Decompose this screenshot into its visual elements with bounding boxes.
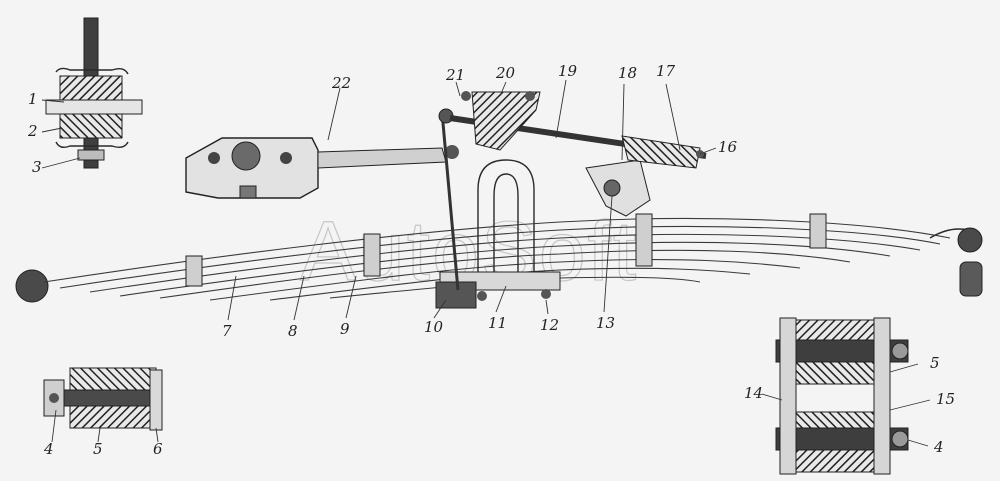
callout-3: 3	[32, 158, 42, 176]
leader-lines	[41, 79, 931, 447]
callout-11: 11	[488, 314, 507, 332]
callout-5-right: 5	[930, 354, 940, 372]
shock-absorber	[185, 137, 459, 199]
callout-19: 19	[558, 62, 578, 80]
callout-16: 16	[718, 138, 738, 156]
callout-18: 18	[618, 64, 637, 82]
callout-20: 20	[495, 64, 516, 82]
callout-7: 7	[222, 322, 232, 340]
callout-8: 8	[288, 322, 298, 340]
u-bolt-assembly	[435, 159, 561, 309]
callout-2: 2	[27, 122, 38, 140]
callout-12: 12	[540, 316, 559, 334]
callout-10: 10	[424, 318, 444, 336]
callout-15: 15	[936, 390, 955, 408]
callout-22: 22	[331, 74, 351, 92]
callout-9: 9	[340, 320, 350, 338]
leaf-spring	[15, 213, 983, 303]
callout-21: 21	[445, 66, 465, 84]
callout-4-left: 4	[43, 440, 54, 458]
callout-4-right: 4	[933, 438, 944, 456]
callout-6: 6	[153, 440, 163, 458]
detail-bottom-left-pin	[43, 367, 163, 431]
callouts: 1 2 3 4 5 6 7 8 9 10 11 12 13 14 5 15 4 …	[27, 62, 955, 458]
detail-top-left-bushing	[45, 17, 143, 169]
callout-5-left: 5	[93, 440, 103, 458]
callout-13: 13	[596, 314, 615, 332]
callout-17: 17	[656, 62, 676, 80]
callout-1: 1	[28, 90, 38, 108]
callout-14: 14	[744, 384, 763, 402]
stabilizer-linkage	[438, 91, 707, 291]
detail-bottom-right-shackle	[775, 317, 909, 475]
